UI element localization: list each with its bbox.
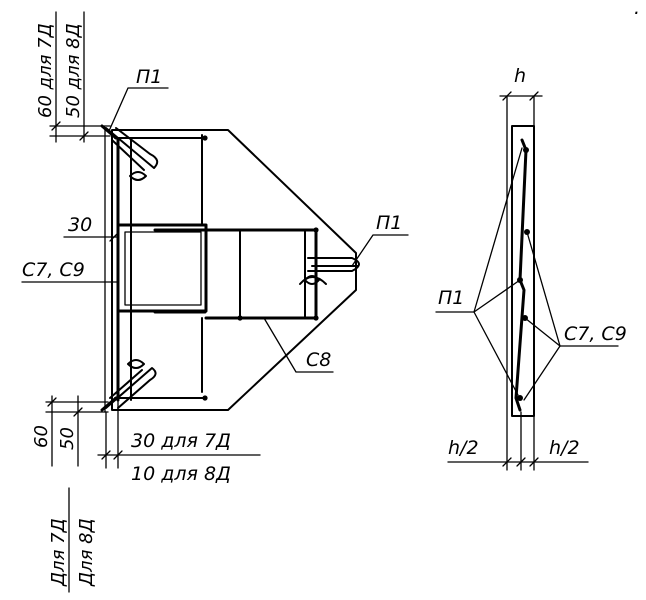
label-dim-h: h <box>514 65 526 87</box>
label-dim-bottom-7d: 30 для 7Д <box>131 430 231 452</box>
hairpin-anchor-right <box>299 257 360 285</box>
leader-c8 <box>263 317 334 373</box>
section-dot-5 <box>517 395 523 401</box>
label-dim-bottom-8d: 10 для 8Д <box>131 463 231 485</box>
dim-h-tick-1 <box>502 91 512 101</box>
dim-top-tick-1 <box>51 121 61 131</box>
section-dot-1 <box>523 147 529 153</box>
dim-bottom-tick-1 <box>47 397 57 407</box>
label-c7-c9: C7, C9 <box>22 259 85 281</box>
dim-bottom-horiz-tick-2 <box>113 450 123 460</box>
mesh-c8-frame <box>204 228 318 320</box>
mesh-c7-c9-inner <box>124 231 202 306</box>
label-c8: C8 <box>306 349 331 371</box>
label-dim-top-7d: 60 для 7Д <box>35 23 56 118</box>
label-legend-7d: Для 7Д <box>48 518 69 587</box>
dim-bottom-horiz-tick-1 <box>101 450 111 460</box>
side-view: h h/2 h/2 П1 C7, C9 <box>435 65 627 471</box>
dim-bottom-tick-2 <box>73 407 83 417</box>
label-dim-bottom-50: 50 <box>57 427 78 450</box>
label-c7-c9-side: C7, C9 <box>564 323 627 345</box>
leader-c7-c9-side-2 <box>524 317 561 347</box>
label-dim-h-half-left: h/2 <box>448 437 479 459</box>
dim-h-half-tick-1 <box>502 457 512 467</box>
label-dim-h-half-right: h/2 <box>549 437 580 459</box>
dim-h-half-tick-3 <box>529 457 539 467</box>
mesh-c8-dot-1 <box>237 315 243 321</box>
dim-h-half-tick-2 <box>516 457 526 467</box>
bottom-bar-end <box>202 395 208 401</box>
leader-p1-side-2 <box>473 279 521 313</box>
leader-p1-side-3 <box>473 311 519 396</box>
label-dim-bottom-60: 60 <box>31 425 52 448</box>
label-p1-side: П1 <box>438 287 464 309</box>
dim-h-tick-2 <box>529 91 539 101</box>
label-p1-right: П1 <box>376 212 402 234</box>
mesh-c8-dot-3 <box>313 315 319 321</box>
hairpin-anchor-top <box>100 124 159 181</box>
label-dim-30: 30 <box>68 214 92 236</box>
mesh-c8-dot-2 <box>313 227 319 233</box>
section-bar <box>514 138 528 412</box>
label-legend-8d: Для 8Д <box>76 518 97 587</box>
dim-30-tick <box>109 232 119 242</box>
leader-p1-right <box>351 234 409 267</box>
artifact-dot: . <box>634 0 640 19</box>
leader-c7-c9-side-3 <box>523 345 561 401</box>
leader-p1-top <box>108 87 169 132</box>
label-dim-top-8d: 50 для 8Д <box>63 23 84 118</box>
front-view: П1 П1 C8 C7, C9 30 60 для 7Д 50 для 8Д 6… <box>21 11 409 593</box>
dim-top-tick-2 <box>79 131 89 141</box>
hairpin-anchor-bottom <box>100 359 157 412</box>
top-bar-end <box>202 135 208 141</box>
label-p1-top: П1 <box>136 66 162 88</box>
plate-outline <box>111 129 357 411</box>
